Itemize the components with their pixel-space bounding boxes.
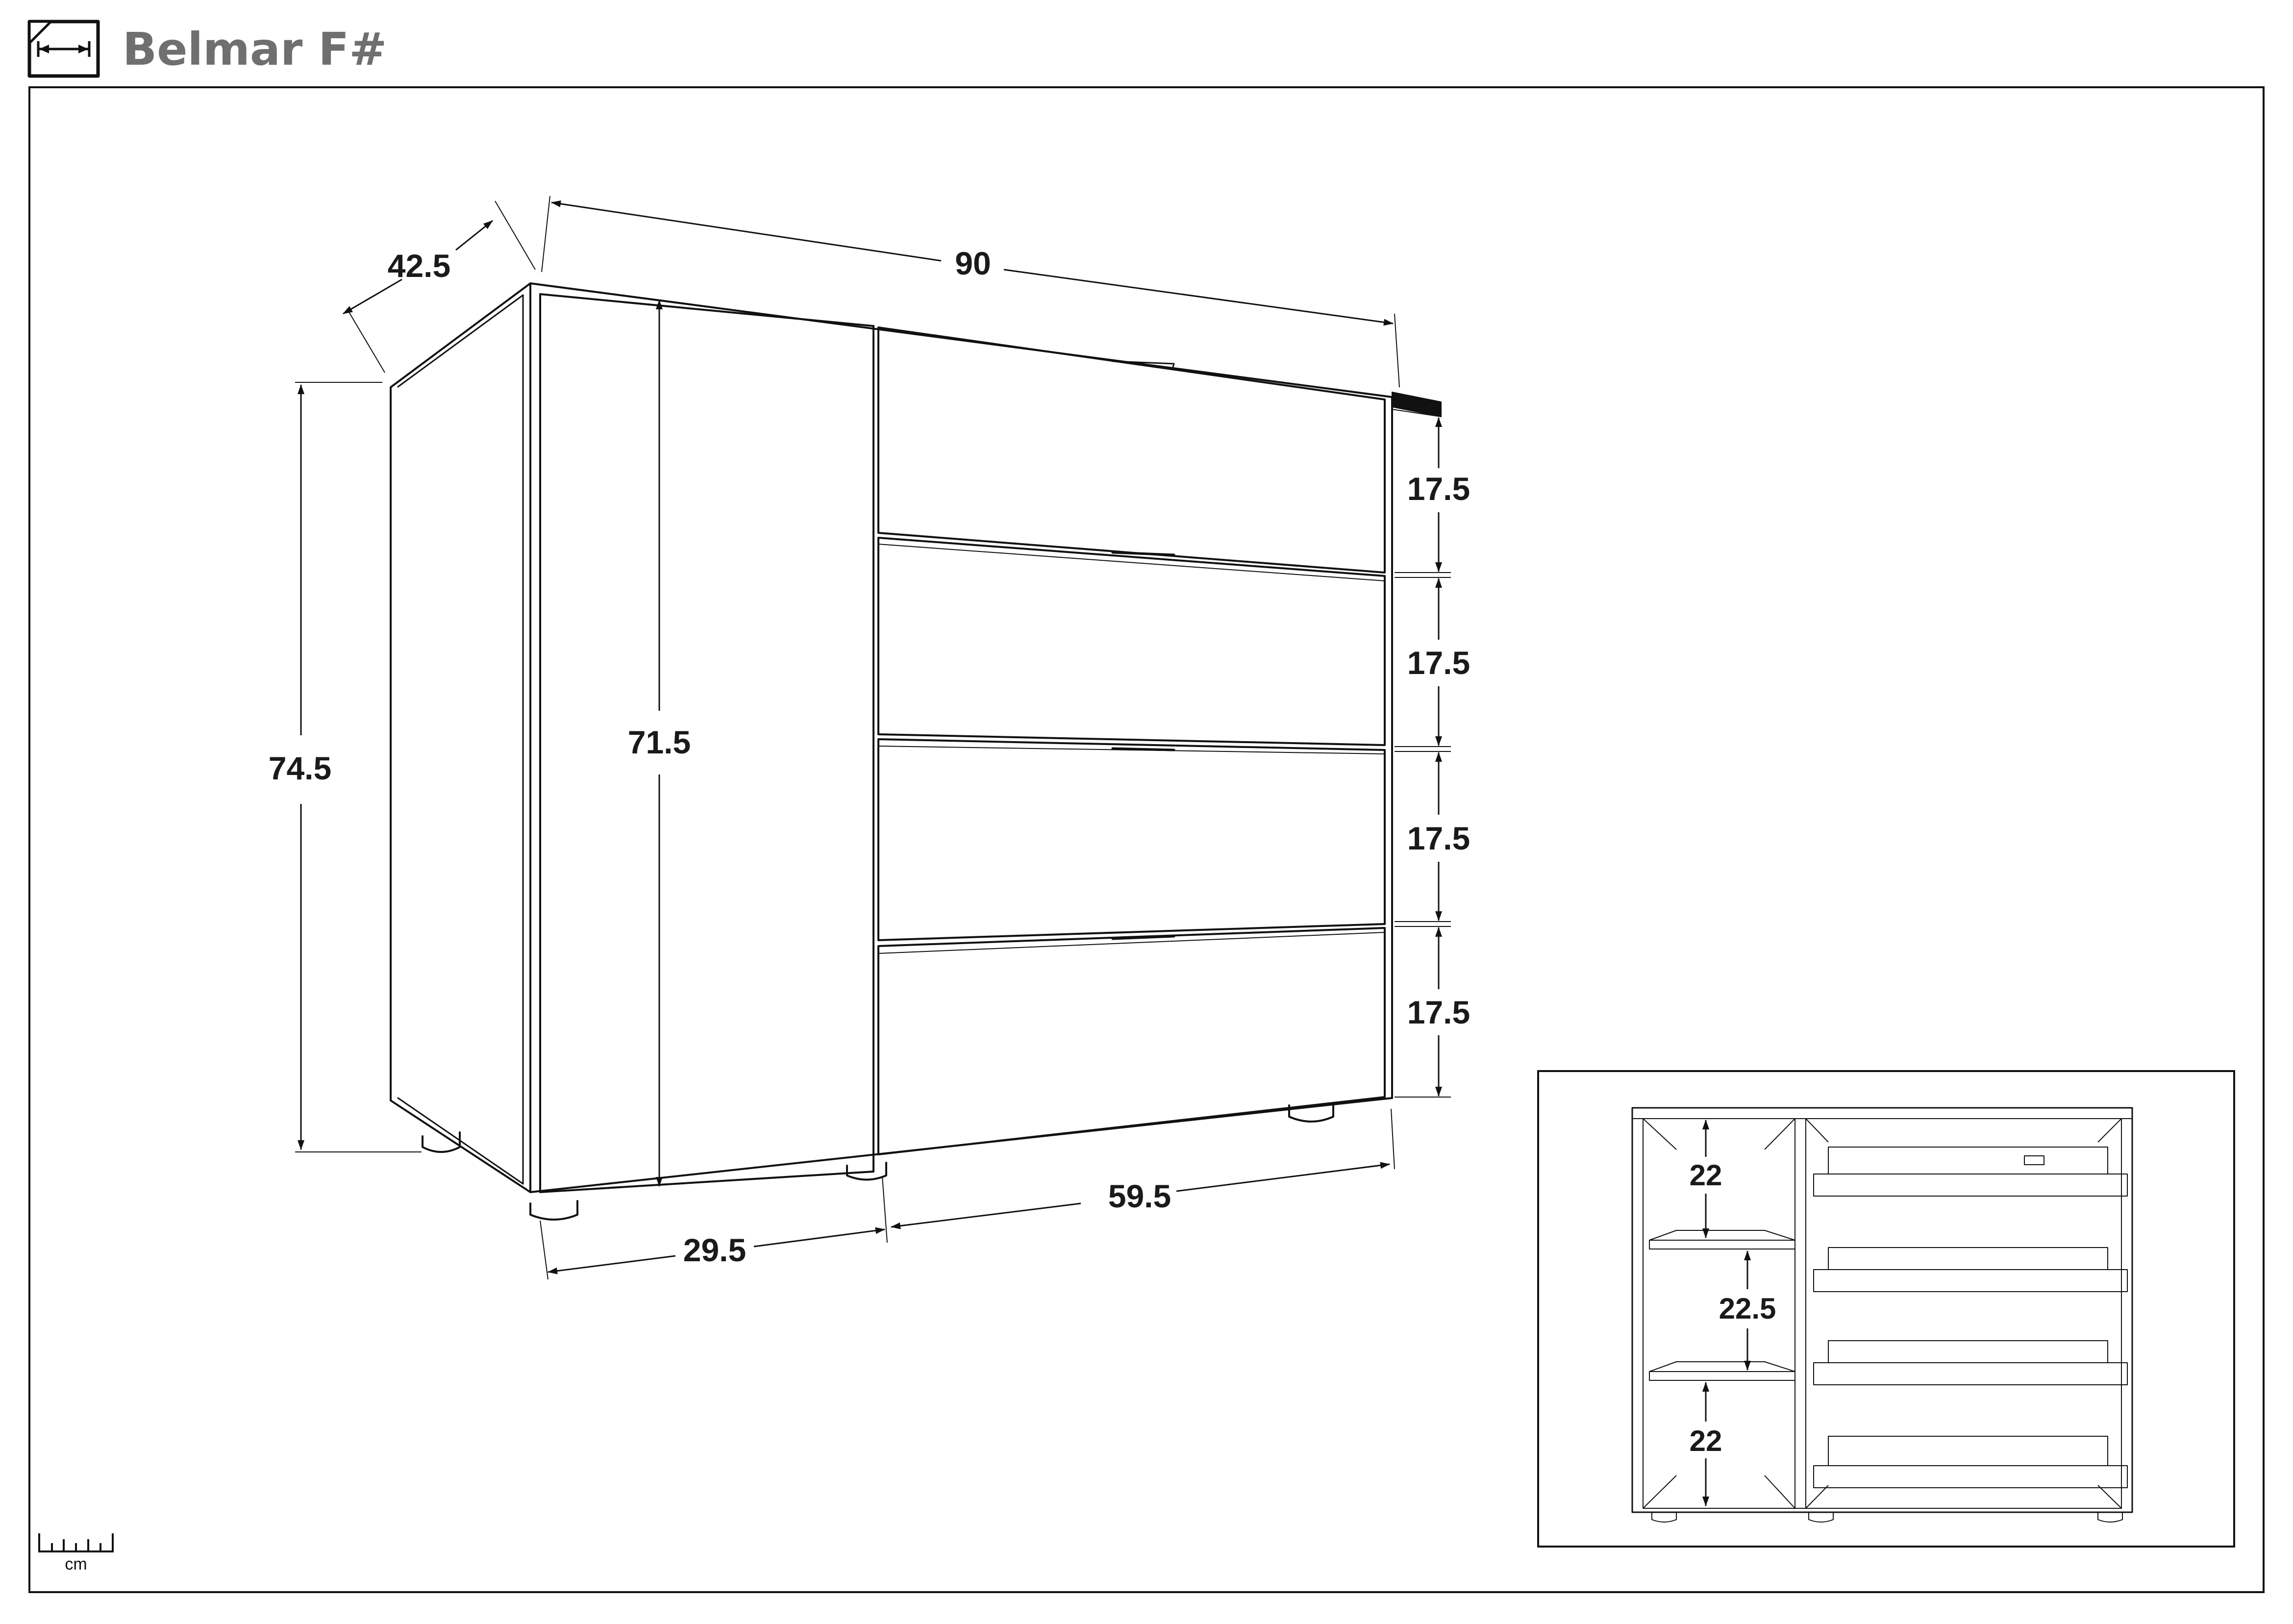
drawer-3-height-label: 17.5 [1407,820,1470,856]
drawer-4-height-label: 17.5 [1407,994,1470,1030]
dimension-lines [295,196,1451,1280]
drawer-section-width-label: 59.5 [1108,1178,1171,1214]
drawing-frame [28,86,2265,1593]
depth-label: 42.5 [388,248,450,284]
cabinet-main-view [390,282,1442,1221]
shelf-bottom-height-label: 22 [1690,1424,1722,1457]
drawer-1-height-label: 17.5 [1407,471,1470,507]
product-title: Belmar F# [123,23,387,75]
drawer-2-height-label: 17.5 [1407,645,1470,681]
total-height-label: 74.5 [269,750,331,786]
door-width-label: 29.5 [683,1232,746,1268]
width-arrows-icon [27,20,100,78]
unit-label: cm [65,1555,87,1574]
door-height-label: 71.5 [628,724,691,760]
shelf-top-height-label: 22 [1690,1159,1722,1192]
shelf-middle-height-label: 22.5 [1719,1292,1776,1325]
width-label: 90 [955,245,991,281]
ruler-icon [38,1533,114,1552]
interior-dimension-lines [1702,1120,1751,1506]
cabinet-interior-view [1631,1107,2133,1523]
